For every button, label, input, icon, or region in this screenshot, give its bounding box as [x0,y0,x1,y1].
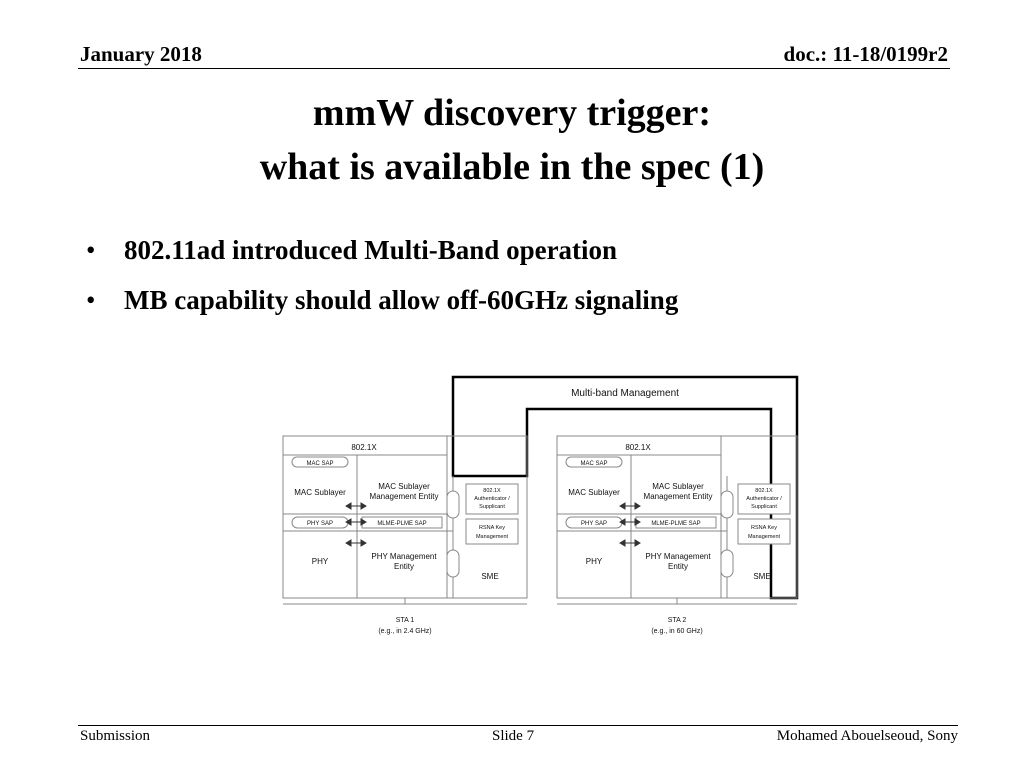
rsna-key-label: RSNA Key [479,525,505,531]
sme-label: SME [753,572,770,581]
slide-title: mmW discovery trigger: what is available… [0,86,1024,194]
phy-mgmt-label: PHY Management [645,552,711,561]
sme-label: SME [481,572,498,581]
phy-sap-label: PHY SAP [307,521,333,527]
phy-mgmt-label: Entity [668,562,688,571]
rsna-key-box [737,518,791,545]
phy-mgmt-label: PHY Management [371,552,437,561]
double-arrow-icon [619,539,641,547]
bullet-dot-icon: • [86,285,96,315]
multiband-management-label: Multi-band Management [571,388,679,399]
rsna-key-label: Management [476,534,509,540]
auth-supplicant-label: 802.1X [483,488,501,494]
rsna-key-label: RSNA Key [751,525,777,531]
bullet-text: MB capability should allow off-60GHz sig… [124,285,679,315]
mac-mgmt-label: Management Entity [370,492,439,501]
sap-capsule [720,490,734,519]
mac-sap-label: MAC SAP [306,461,333,467]
double-arrow-icon [345,502,367,510]
header-doc-id: doc.: 11-18/0199r2 [783,42,948,66]
sap-capsule [446,549,460,578]
double-arrow-icon [619,518,641,526]
station-1: 802.1X MAC SAP MAC Sublayer MAC Sublayer… [282,435,528,635]
double-arrow-icon [345,539,367,547]
mlme-plme-sap-label: MLME-PLME SAP [377,521,426,527]
auth-supplicant-box [465,483,519,515]
auth-supplicant-label: Supplicant [751,504,777,510]
phy-mgmt-label: Entity [394,562,414,571]
auth-supplicant-box [737,483,791,515]
phy-label: PHY [586,557,603,566]
auth-supplicant-label: Authenticator / [746,496,782,502]
sap-capsule [720,549,734,578]
station-band: (e.g., in 60 GHz) [651,628,702,635]
bullet-item: • 802.11ad introduced Multi-Band operatio… [86,228,678,278]
bullet-item: • MB capability should allow off-60GHz si… [86,278,678,328]
slide-title-line-1: mmW discovery trigger: [312,92,712,134]
mac-mgmt-label: Management Entity [644,492,713,501]
header-date: January 2018 [80,42,202,66]
header-divider [78,68,950,69]
station-name: STA 2 [668,617,687,624]
mac-sublayer-label: MAC Sublayer [568,488,620,497]
rsna-key-label: Management [748,534,781,540]
rsna-key-box [465,518,519,545]
footer-divider [78,725,958,726]
auth-supplicant-label: Supplicant [479,504,505,510]
bullet-dot-icon: • [86,235,96,265]
footer-slide-number: Slide 7 [492,728,535,744]
double-arrow-icon [345,518,367,526]
phy-sap-label: PHY SAP [581,521,607,527]
phy-label: PHY [312,557,329,566]
mac-mgmt-label: MAC Sublayer [652,482,704,491]
auth-supplicant-label: 802.1X [755,488,773,494]
bullet-text: 802.11ad introduced Multi-Band operation [124,235,618,265]
double-arrow-icon [619,502,641,510]
station-band: (e.g., in 2.4 GHz) [378,628,431,635]
mac-sap-box [291,456,349,468]
station-name: STA 1 [396,617,415,624]
footer-submission: Submission [80,728,151,744]
auth-supplicant-label: Authenticator / [474,496,510,502]
slide-title-line-2: what is available in the spec (1) [259,146,765,188]
mac-sap-label: MAC SAP [580,461,607,467]
mac-sublayer-label: MAC Sublayer [294,488,346,497]
station-2: 802.1X MAC SAP MAC Sublayer MAC Sublayer… [556,435,798,635]
ieee-8021x-label: 802.1X [625,443,651,452]
sap-capsule [446,490,460,519]
mac-sap-box [565,456,623,468]
bullet-list: • 802.11ad introduced Multi-Band operatio… [86,228,678,328]
mlme-plme-sap-label: MLME-PLME SAP [651,521,700,527]
ieee-8021x-label: 802.1X [351,443,377,452]
mac-mgmt-label: MAC Sublayer [378,482,430,491]
footer-author: Mohamed Abouelseoud, Sony [776,728,958,744]
